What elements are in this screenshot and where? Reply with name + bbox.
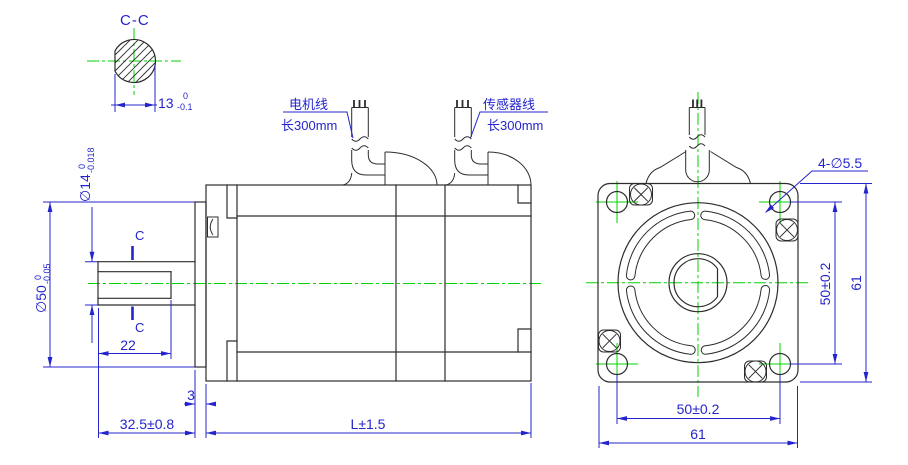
face-arc-slots [625, 210, 771, 355]
dim-pilot-dia-tol-upper: 0 [33, 275, 43, 280]
dim-shaft-diameter: ∅14 0 -0.018 [77, 147, 98, 343]
dim-shaft-dia-value: ∅14 [77, 174, 93, 202]
front-cable-exit [645, 99, 751, 184]
section-cut-marks: C C [131, 228, 144, 335]
dim-13-value: 13 [158, 95, 174, 111]
bearing-boss-circle [668, 253, 728, 313]
dim-L-value: L±1.5 [351, 416, 386, 432]
dim-22-value: 22 [120, 337, 136, 353]
dim-pilot-dia-tol-lower: -0.05 [42, 263, 52, 284]
motor-body-outline [194, 184, 532, 382]
section-mark-top: C [135, 228, 144, 243]
dim-13-across-flat: 13 0 -0.1 [111, 65, 193, 112]
pilot-circle [617, 202, 779, 364]
section-view-cc: 13 0 -0.1 C-C [87, 12, 193, 112]
dim-shaft-dia-tol-upper: 0 [77, 164, 87, 169]
dim-body-length: L±1.5 [206, 383, 532, 438]
dim-pilot-height: 3 [184, 370, 216, 438]
sensor-cable-label: 传感器线 [483, 97, 535, 112]
side-view: 电机线 长300mm 传感器线 长300mm C C ∅14 0 -0.018 [33, 97, 548, 438]
dim-flat-length: 22 [98, 300, 172, 438]
sensor-cable-callout: 传感器线 长300mm [470, 97, 548, 139]
motor-cable [342, 100, 438, 186]
dim-4xd55-value: 4-∅5.5 [818, 155, 862, 171]
dim-13-tol-upper: 0 [183, 91, 188, 101]
dim-13-tol-lower: -0.1 [177, 102, 193, 112]
dim-mounting-holes: 4-∅5.5 [765, 155, 868, 213]
shaft-d-hole [673, 258, 719, 308]
dim-shaft-extension: 32.5±0.8 [98, 416, 195, 436]
assembly-screws [598, 183, 799, 383]
section-mark-bottom: C [135, 320, 144, 335]
dim-hole-spacing-vertical: 50±0.2 [790, 201, 842, 365]
dim-frame-height: 61 [800, 183, 872, 383]
front-view: 4-∅5.5 50±0.2 61 50±0.2 [586, 92, 872, 448]
dim-50v-value: 50±0.2 [817, 262, 833, 305]
motor-cable-callout: 电机线 长300mm [281, 97, 354, 139]
front-screw-head [207, 216, 219, 238]
sensor-cable-length: 长300mm [487, 118, 543, 133]
shaft-outline [97, 261, 196, 306]
section-title: C-C [120, 12, 150, 29]
dim-hole-spacing-horizontal: 50±0.2 [616, 374, 781, 424]
flange-outline [597, 182, 799, 383]
dim-3-value: 3 [187, 387, 195, 403]
dim-32-5-value: 32.5±0.8 [120, 416, 175, 432]
motor-cable-label: 电机线 [289, 97, 328, 112]
motor-cable-length: 长300mm [281, 118, 337, 133]
dim-50h-value: 50±0.2 [677, 401, 720, 417]
sensor-cable [445, 100, 532, 186]
dim-frame-width: 61 [598, 386, 798, 448]
dim-pilot-diameter: ∅50 0 -0.05 [33, 201, 195, 368]
dim-shaft-dia-tol-lower: -0.018 [86, 147, 96, 173]
dim-61v-value: 61 [848, 275, 864, 291]
dim-61h-value: 61 [690, 426, 706, 442]
dim-pilot-dia-value: ∅50 [33, 285, 49, 313]
section-hatching [114, 39, 156, 83]
